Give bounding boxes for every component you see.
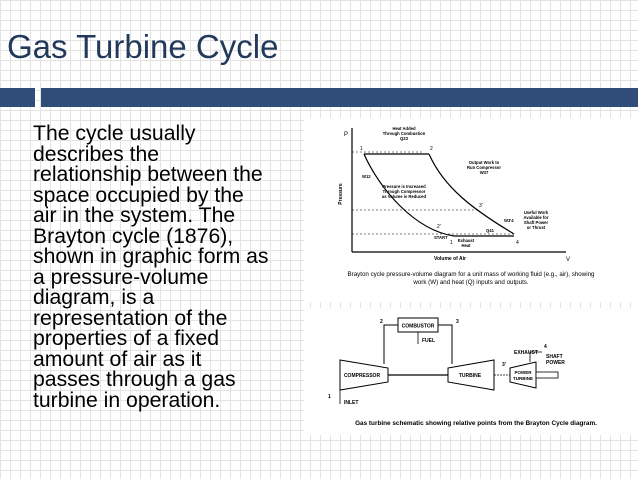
title-accent-square [0,88,35,107]
combustor-label: COMBUSTOR [402,324,435,330]
pv-point-3: 2 [430,146,433,152]
station-1: 1 [328,394,331,400]
shaft-power-label-2: POWER [546,360,565,366]
pv-y-axis-label: Pressure [338,183,344,205]
pv-point-2: 1 [360,146,363,152]
pv-diagram-figure: P V Pressure Volume of Air 1 2 3' 4 1 2'… [304,118,638,302]
station-2: 2 [380,319,383,325]
power-turbine-label-1: POWER [514,370,532,375]
duct-3 [438,324,453,364]
slide-title: Gas Turbine Cycle [7,28,279,65]
pv-caption-line1: Brayton cycle pressure-volume diagram fo… [348,271,595,278]
power-turbine-label-2: TURBINE [513,376,533,381]
compressor-body [339,359,389,391]
pv-point-1: 1 [450,240,453,246]
fuel-label: FUEL [422,338,435,344]
title-accent-bar [41,88,638,107]
pv-x-letter: V [566,257,570,263]
schematic-caption: Gas turbine schematic showing relative p… [355,420,597,427]
turbine-schematic-figure: COMBUSTOR FUEL 2 3 COMPRESSOR TURBINE PO… [304,308,638,435]
pv-q41-label: Q41 [486,228,495,233]
pv-compression-curve [363,153,455,237]
pv-w34-label: W3'4 [504,218,514,223]
pv-y-letter: P [344,132,348,138]
pv-diagram-svg: P V Pressure Volume of Air 1 2 3' 4 1 2'… [338,126,595,286]
turbine-schematic-svg: COMBUSTOR FUEL 2 3 COMPRESSOR TURBINE PO… [328,317,597,427]
turbine-body [447,359,495,391]
pv-point-4: 4 [516,240,519,246]
duct-2 [383,324,398,364]
pv-start-label: START [434,235,448,240]
slide-body-text: The cycle usually describes the relation… [33,122,269,412]
pv-point-2p: 2' [437,224,441,230]
compressor-label: COMPRESSOR [344,373,381,379]
exhaust-duct [529,351,542,362]
output-shaft [535,371,559,379]
turbine-label: TURBINE [459,373,482,379]
pv-w12-label: W12 [362,174,371,179]
pv-expansion-curve [428,153,515,235]
station-3p: 3' [502,362,506,368]
power-turbine-body [509,361,537,389]
pv-x-axis-label: Volume of Air [434,256,466,262]
station-4: 4 [544,344,547,350]
exhaust-label: EXHAUST [514,350,538,356]
inlet-label: INLET [344,400,358,406]
pv-caption-line2: work (W) and heat (Q) inputs and outputs… [412,279,528,286]
station-3: 3 [456,319,459,325]
pv-point-3p: 3' [479,203,483,209]
shaft-power-label-1: SHAFT [546,354,563,360]
